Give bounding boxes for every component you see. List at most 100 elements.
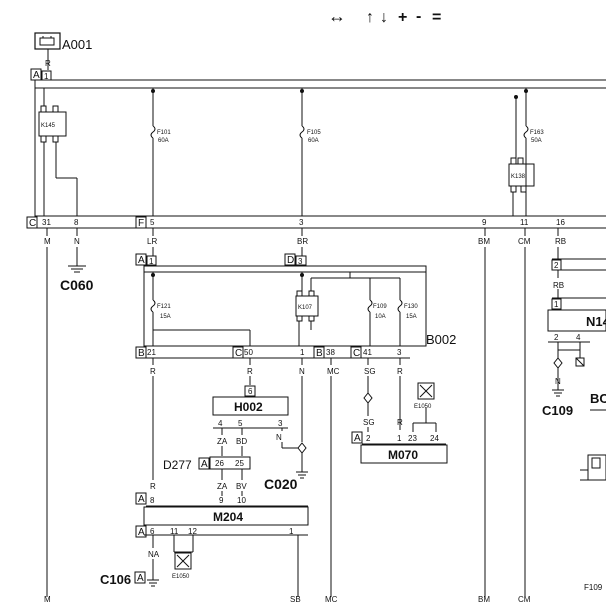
connector-c-letter: C [29, 218, 36, 229]
down-arrow-icon[interactable]: ↓ [380, 9, 388, 26]
b002-bot-b-box [135, 346, 147, 359]
h002-box [212, 396, 289, 416]
relay-k107-label: K107 [298, 305, 313, 311]
b002-connector-d-letter: D [287, 255, 294, 266]
fuse-f121-name: F121 [157, 304, 171, 310]
b002-connector-d-pin [295, 255, 307, 266]
m204-pin-12: 12 [188, 527, 197, 536]
m204-letter: A [138, 494, 145, 505]
m204-pin-11: 11 [170, 527, 179, 536]
b002-bot-c-letter: C [235, 348, 242, 359]
fuse-f163-group [514, 88, 529, 216]
fuse-f121-rating: 15A [160, 314, 171, 320]
h002-wires [221, 428, 308, 479]
b002-output-wires [152, 358, 401, 597]
b002-wire-r3: R [397, 367, 403, 376]
m204-wires [147, 535, 299, 597]
fuse-f109-rating: 10A [375, 314, 386, 320]
main-wires [46, 228, 559, 597]
up-arrow-icon[interactable]: ↑ [366, 9, 374, 26]
ground-c109-label: C109 [542, 403, 573, 418]
b002-bot-b-letter: B [138, 348, 145, 359]
m204-letter-box [135, 492, 147, 505]
b002-connector-a-pin [146, 255, 157, 266]
m204-bottom-letter: A [138, 527, 145, 538]
h002-wire-za: ZA [217, 437, 228, 446]
m070-wires [363, 382, 437, 432]
m204-pin-10: 10 [237, 496, 246, 505]
m070-e1050: E1050 [414, 404, 432, 410]
ground-c060-symbol [68, 265, 86, 273]
n14-pin-2: 2 [554, 333, 559, 342]
right-pin-2: 2 [554, 261, 559, 270]
left-right-icon[interactable]: ↔ [328, 6, 346, 26]
relay-k138-label: K138 [511, 174, 526, 180]
right-pin-1: 1 [554, 300, 559, 309]
pin-16: 16 [556, 218, 565, 227]
wire-bm: BM [478, 237, 490, 246]
m070-label: M070 [388, 448, 418, 462]
m204-box [143, 506, 309, 526]
m070-pin-24: 24 [430, 434, 439, 443]
b002-connector-d-box [284, 253, 296, 266]
m070-pin-2: 2 [366, 434, 371, 443]
b002-wire-r1: R [150, 367, 156, 376]
fit-icon[interactable]: = [432, 9, 441, 26]
zoom-out-icon[interactable]: - [416, 8, 421, 25]
m070-wire-sg: SG [363, 418, 375, 427]
d277-wire-bv: BV [236, 482, 247, 491]
h002-pin-6: 6 [248, 387, 253, 396]
zoom-in-icon[interactable]: + [398, 9, 407, 26]
pin-31: 31 [42, 218, 51, 227]
wire-m: M [44, 237, 51, 246]
bottom-wire-m: M [44, 595, 51, 604]
battery-pin-number: 1 [44, 72, 49, 81]
n14-pin-4: 4 [576, 333, 581, 342]
d277-label: D277 [163, 458, 192, 472]
wire-br: BR [297, 237, 308, 246]
d277-pin-strip [209, 456, 251, 470]
b002-bot-pin-38: 38 [326, 348, 335, 357]
h002-pin-4: 4 [218, 419, 223, 428]
battery-connector-letter: A [33, 70, 40, 81]
d277-letter-box [198, 457, 210, 470]
toolbar: ↔ ↑ ↓ + - = [328, 6, 441, 26]
pin-5: 5 [150, 218, 155, 227]
ground-c020-label: C020 [264, 476, 298, 492]
b002-bot-pin-3: 3 [397, 348, 402, 357]
pin-9: 9 [482, 218, 487, 227]
relay-k145-label: K145 [41, 123, 56, 129]
m204-pin-8: 8 [150, 496, 155, 505]
ground-c106-label: C106 [100, 572, 131, 587]
b002-box [143, 265, 427, 347]
m070-wire-r: R [397, 418, 403, 427]
relay-k145 [38, 88, 78, 216]
m204-label: M204 [213, 510, 243, 524]
bottom-wire-bm: BM [478, 595, 490, 604]
wire-n: N [74, 237, 80, 246]
m070-box [360, 444, 448, 464]
pin-11: 11 [520, 218, 529, 227]
m070-pin-1: 1 [397, 434, 402, 443]
m204-pin-1: 1 [289, 527, 294, 536]
b002-bot-pin-1: 1 [300, 348, 305, 357]
bottom-wire-sb: SB [290, 595, 301, 604]
fuse-f105-name: F105 [307, 130, 321, 136]
b002-wire-r2: R [247, 367, 253, 376]
m070-pin-23: 23 [408, 434, 417, 443]
m204-wire-r: R [150, 482, 156, 491]
b002-bot-pin-21: 21 [147, 348, 156, 357]
h002-label: H002 [234, 400, 263, 414]
connector-f-letter: F [138, 218, 144, 229]
b002-bot-b2-letter: B [316, 348, 323, 359]
d277-letter: A [201, 459, 208, 470]
wire-rb: RB [555, 237, 566, 246]
fuse-f163-rating: 50A [531, 138, 542, 144]
wire-lr: LR [147, 237, 157, 246]
b002-bot-pin-50: 50 [244, 348, 253, 357]
c106-letter-box [134, 571, 146, 584]
h002-wire-n: N [276, 433, 282, 442]
b002-connector-a-letter: A [138, 255, 145, 266]
bc-label: BC [590, 391, 606, 406]
fuse-f130-rating: 15A [406, 314, 417, 320]
